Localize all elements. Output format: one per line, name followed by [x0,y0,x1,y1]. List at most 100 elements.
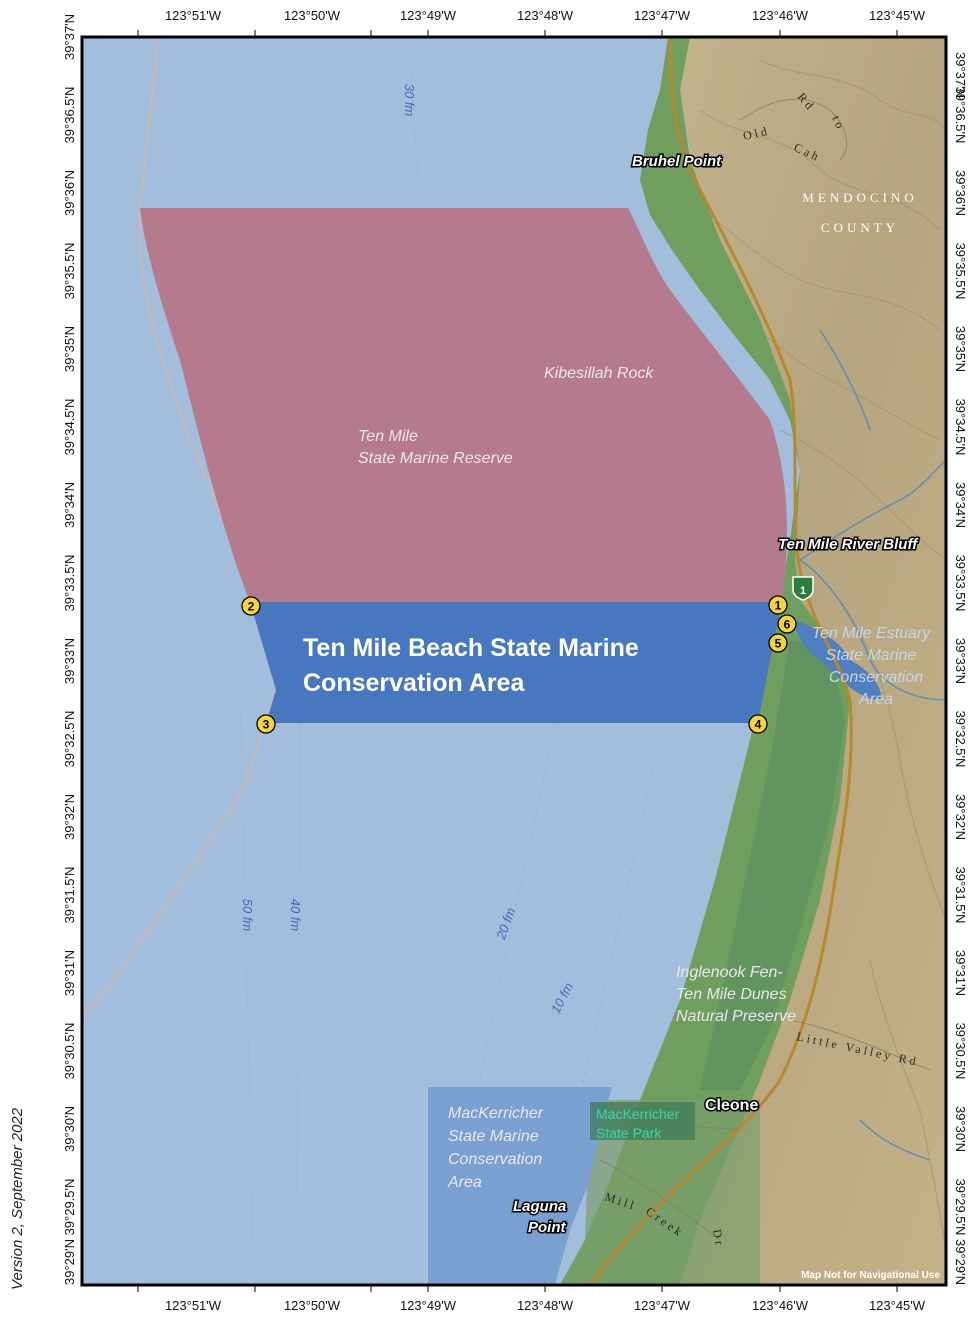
lat-tick-right: 39°36.5'N [953,87,968,144]
boundary-marker-6[interactable]: 6 [777,614,797,634]
lon-tick-bottom: 123°48'W [517,1298,574,1313]
inglenook-fen-area [700,640,845,1090]
highway-shield-icon: 1 [792,576,814,601]
laguna-point-label: Point [528,1219,566,1236]
lat-tick-left: 39°29.5'N [62,1179,77,1236]
cleone-label: Cleone [705,1097,758,1114]
lat-tick-right: 39°32.5'N [953,711,968,768]
boundary-marker-5[interactable]: 5 [768,633,788,653]
inglenook-preserve-label: Inglenook Fen- [676,964,783,981]
lon-tick-top: 123°45'W [869,8,926,23]
svg-text:2: 2 [248,600,255,614]
smca-title: Ten Mile Beach State Marine [303,634,639,662]
county-label: MENDOCINO [802,190,917,205]
lat-tick-right: 39°30.5'N [953,1023,968,1080]
lat-tick-left: 39°35'N [62,326,77,372]
version-label: Version 2, September 2022 [9,1107,26,1290]
mackerricher-smca-area [428,1087,612,1285]
inglenook-preserve-label: Ten Mile Dunes [676,986,787,1003]
lon-tick-bottom: 123°51'W [165,1298,222,1313]
estuary-smca-label: Area [858,691,893,708]
estuary-smca-label: Conservation [829,669,923,686]
svg-text:5: 5 [775,637,782,651]
inglenook-preserve-label: Natural Preserve [676,1008,796,1025]
lat-tick-left: 39°34.5'N [62,399,77,456]
depth-label-30fm: 30 fm [402,84,417,117]
navigational-disclaimer: Map Not for Navigational Use [801,1270,940,1281]
lat-tick-left: 39°29'N [62,1239,77,1285]
state-park-label: State Park [596,1125,662,1141]
lat-ticks-right: 39°37'N 39°36.5'N 39°36'N 39°35.5'N 39°3… [953,52,968,1285]
county-label: COUNTY [821,220,899,235]
lat-tick-left: 39°36.5'N [62,87,77,144]
lat-tick-right: 39°34'N [953,482,968,528]
lat-tick-right: 39°35'N [953,326,968,372]
smr-label: Ten Mile [358,428,418,445]
lat-tick-right: 39°36'N [953,170,968,216]
ten-mile-beach-smca-area [250,602,782,723]
lat-tick-right: 39°33'N [953,638,968,684]
estuary-smca-label: Ten Mile Estuary [812,625,932,642]
depth-label-50fm: 50 fm [240,899,255,932]
laguna-point-label: Laguna [513,1198,566,1215]
lon-tick-bottom: 123°45'W [869,1298,926,1313]
lat-tick-left: 39°33'N [62,638,77,684]
state-park-label: MacKerricher [596,1106,680,1122]
mackerricher-smca-label: MacKerricher [448,1105,544,1122]
lon-tick-bottom: 123°46'W [752,1298,809,1313]
svg-text:1: 1 [775,599,782,613]
depth-label-40fm: 40 fm [288,899,303,932]
smr-label: State Marine Reserve [358,450,513,467]
lat-tick-right: 39°37'N [953,52,968,98]
lon-tick-bottom: 123°49'W [400,1298,457,1313]
lat-tick-right: 39°34.5'N [953,399,968,456]
lat-tick-right: 39°32'N [953,794,968,840]
lon-tick-bottom: 123°47'W [634,1298,691,1313]
lat-tick-left: 39°30'N [62,1106,77,1152]
lat-tick-right: 39°29'N [953,1239,968,1285]
town-area [560,1100,760,1285]
boundary-marker-3[interactable]: 3 [256,714,276,734]
mackerricher-state-park-area [590,1102,695,1140]
lon-tick-top: 123°46'W [752,8,809,23]
mackerricher-smca-label: Conservation [448,1151,542,1168]
lon-tick-top: 123°47'W [634,8,691,23]
svg-text:6: 6 [784,618,791,632]
lat-tick-left: 39°32.5'N [62,711,77,768]
svg-text:4: 4 [755,718,762,732]
svg-text:1: 1 [800,585,806,597]
highway-1 [588,37,853,1285]
lat-tick-left: 39°35.5'N [62,243,77,300]
ten-mile-river-bluff-label: Ten Mile River Bluff [778,536,919,553]
lat-tick-right: 39°31.5'N [953,867,968,924]
road-label-old-cahto: to [829,113,848,133]
mackerricher-smca-label: Area [447,1174,482,1191]
road-label-mill-creek: Dr [710,1228,727,1249]
lat-tick-right: 39°29.5'N [953,1179,968,1236]
smca-title: Conservation Area [303,669,525,697]
lat-tick-left: 39°32'N [62,794,77,840]
lat-tick-right: 39°31'N [953,950,968,996]
lat-tick-left: 39°33.5'N [62,555,77,612]
boundary-marker-4[interactable]: 4 [748,714,768,734]
depth-contour-line [82,689,277,1021]
estuary-smca-label: State Marine [826,647,917,664]
map-frame [80,35,948,1287]
lat-tick-left: 39°34'N [62,482,77,528]
land-terrain [560,37,946,1285]
ten-mile-smr-area [140,208,787,602]
lat-ticks-left: 39°37'N 39°36.5'N 39°36'N 39°35.5'N 39°3… [62,14,77,1285]
boundary-marker-2[interactable]: 2 [241,596,261,616]
road-label-old-cahto: Old [742,124,771,143]
rivers [799,329,946,1161]
boundary-marker-1[interactable]: 1 [768,595,788,615]
lon-tick-top: 123°48'W [517,8,574,23]
bruhel-point-label: Bruhel Point [632,153,722,170]
lon-tick-bottom: 123°50'W [284,1298,341,1313]
lat-tick-left: 39°31'N [62,950,77,996]
lon-tick-top: 123°51'W [165,8,222,23]
mackerricher-smca-label: State Marine [448,1128,539,1145]
frame-ticks [137,30,898,1292]
lat-tick-left: 39°37'N [62,14,77,60]
